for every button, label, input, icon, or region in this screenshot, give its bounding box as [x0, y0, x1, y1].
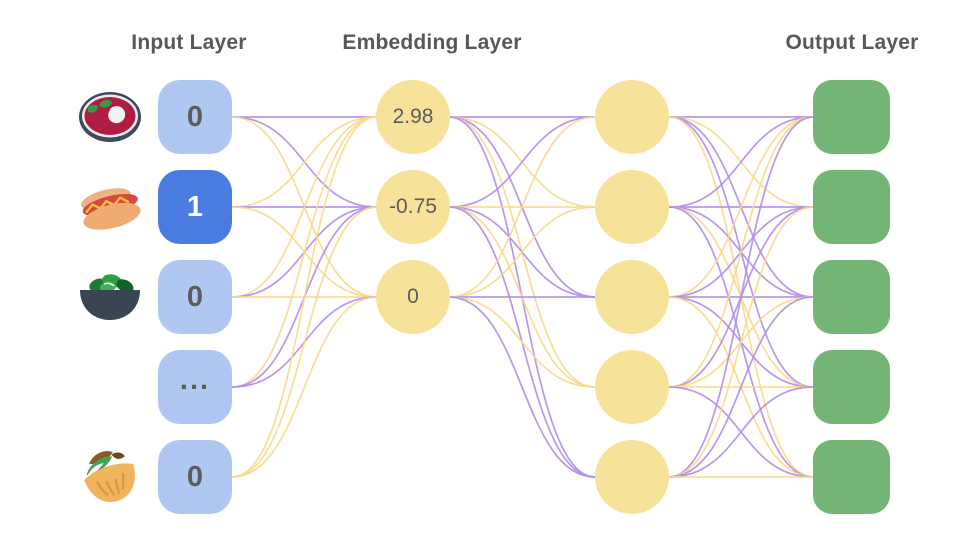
edge — [448, 116, 596, 208]
edge — [668, 116, 814, 298]
output-node-0 — [813, 80, 890, 154]
embedding-node-2-value: 0 — [407, 285, 419, 308]
output-node-3 — [813, 350, 890, 424]
hidden-node-1 — [595, 170, 669, 244]
embedding-node-2: 0 — [376, 260, 450, 334]
edge — [231, 116, 378, 208]
input-node-1: 1 — [158, 170, 232, 244]
input-node-3: ... — [158, 350, 232, 424]
output-node-1 — [813, 170, 890, 244]
edge — [448, 296, 596, 388]
output-node-2 — [813, 260, 890, 334]
edge — [231, 116, 378, 388]
hidden-node-2 — [595, 260, 669, 334]
edge — [231, 296, 378, 478]
salad-icon — [77, 266, 143, 326]
output-node-4 — [813, 440, 890, 514]
input-node-0-value: 0 — [186, 100, 204, 133]
edge — [448, 206, 596, 298]
edge — [668, 206, 814, 478]
edge — [231, 116, 378, 478]
embedding-node-1-value: -0.75 — [389, 195, 437, 218]
hidden-node-4 — [595, 440, 669, 514]
edge — [668, 116, 814, 478]
input-node-4: 0 — [158, 440, 232, 514]
embedding-node-0: 2.98 — [376, 80, 450, 154]
edge — [231, 116, 378, 298]
edge — [448, 296, 596, 478]
hotdog-icon — [77, 178, 143, 238]
edge — [668, 386, 814, 478]
pita-icon — [77, 446, 143, 506]
hidden-node-3 — [595, 350, 669, 424]
edge — [668, 296, 814, 478]
embedding-node-0-value: 2.98 — [392, 105, 434, 128]
input-node-3-value: ... — [179, 363, 211, 396]
edge — [448, 116, 596, 298]
embedding-node-1: -0.75 — [376, 170, 450, 244]
output-layer-title: Output Layer — [785, 31, 919, 54]
input-layer-title: Input Layer — [131, 31, 247, 54]
input-node-2: 0 — [158, 260, 232, 334]
embedding-layer-title: Embedding Layer — [342, 31, 522, 54]
input-node-0: 0 — [158, 80, 232, 154]
soup-icon — [77, 87, 143, 147]
edge — [668, 116, 814, 208]
input-node-1-value: 1 — [186, 190, 204, 223]
hidden-node-0 — [595, 80, 669, 154]
input-node-2-value: 0 — [186, 280, 204, 313]
edge — [231, 206, 378, 478]
input-node-4-value: 0 — [186, 460, 204, 493]
edge — [668, 116, 814, 388]
